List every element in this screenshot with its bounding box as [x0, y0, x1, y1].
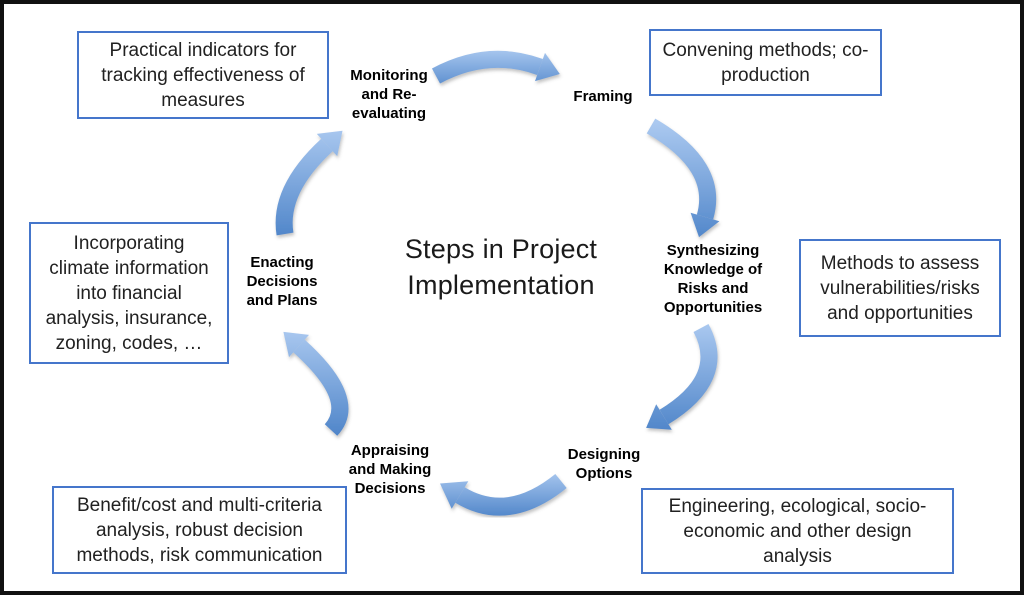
box-convening-methods: Convening methods; co- production: [649, 29, 882, 96]
arrow-framing-to-synthesizing: [646, 118, 720, 238]
step-label-synthesizing: Synthesizing Knowledge of Risks and Oppo…: [663, 242, 763, 316]
arrow-appraising-to-enacting: [283, 331, 349, 436]
step-label-enacting: Enacting Decisions and Plans: [246, 254, 318, 309]
box-design-analysis: Engineering, ecological, socio- economic…: [641, 488, 954, 574]
cycle-arrows-svg: [275, 50, 720, 516]
arrow-designing-to-appraising: [440, 473, 567, 516]
arrow-synthesizing-to-designing: [646, 323, 718, 430]
arrow-enacting-to-monitoring: [275, 130, 343, 236]
box-climate-information: Incorporating climate information into f…: [29, 222, 229, 364]
diagram-title: Steps in Project Implementation: [404, 234, 598, 300]
step-label-designing: Designing Options: [567, 446, 641, 482]
step-label-monitoring: Monitoring and Re- evaluating: [350, 67, 428, 122]
box-assessment-methods: Methods to assess vulnerabilities/risks …: [799, 239, 1001, 337]
step-label-appraising: Appraising and Making Decisions: [348, 442, 432, 497]
box-benefit-cost-analysis: Benefit/cost and multi-criteria analysis…: [52, 486, 347, 574]
step-label-framing: Framing: [573, 88, 633, 105]
box-practical-indicators: Practical indicators for tracking effect…: [77, 31, 329, 119]
arrow-monitoring-to-framing: [431, 50, 560, 84]
